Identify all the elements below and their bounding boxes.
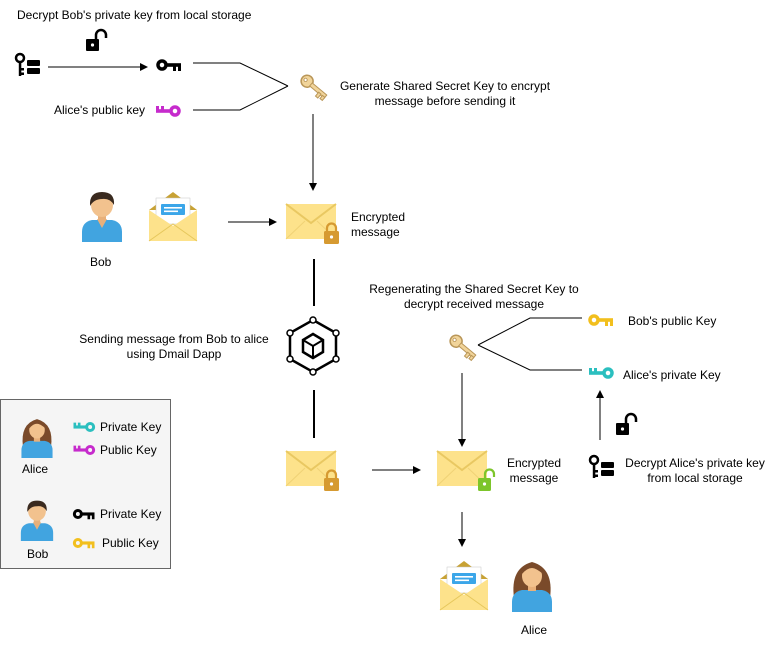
legend-bob-public-key-icon bbox=[72, 537, 95, 549]
shared-secret-key-icon-2 bbox=[449, 334, 477, 362]
storage-icon-2 bbox=[588, 454, 614, 478]
encrypted-message-label-top: Encrypted message bbox=[351, 210, 411, 240]
legend: Alice Private Key Public Key Bob Private… bbox=[0, 399, 171, 569]
line-shared2-to-bob-public bbox=[477, 317, 582, 346]
encrypted-message-text: Encrypted message bbox=[351, 210, 406, 239]
generate-shared-key-label: Generate Shared Secret Key to encrypt me… bbox=[339, 79, 551, 108]
sending-message-label: Sending message from Bob to alice using … bbox=[79, 332, 269, 361]
legend-bob-private-key-icon bbox=[72, 508, 95, 520]
alice-private-key-label: Alice's private Key bbox=[623, 368, 721, 382]
bob-label: Bob bbox=[90, 255, 112, 269]
blockchain-icon bbox=[286, 316, 340, 376]
legend-alice-public-key-icon bbox=[73, 444, 96, 456]
legend-alice-name: Alice bbox=[22, 462, 49, 476]
legend-bob-private-key-label: Private Key bbox=[100, 507, 162, 521]
alice-letter-envelope-icon bbox=[439, 561, 489, 611]
bob-private-key-icon bbox=[156, 59, 181, 71]
alice-public-key-label: Alice's public key bbox=[54, 103, 145, 117]
legend-bob-avatar-icon bbox=[20, 500, 54, 541]
bob-person-icon bbox=[82, 192, 122, 242]
alice-private-key-icon bbox=[589, 367, 614, 379]
encrypted-message-label-bottom: Encrypted message bbox=[506, 456, 562, 486]
legend-bob-public-key-label: Public Key bbox=[102, 536, 159, 550]
alice-person-icon bbox=[512, 562, 552, 612]
line-alice-key-to-shared bbox=[193, 85, 289, 111]
regenerate-shared-key-label: Regenerating the Shared Secret Key to de… bbox=[369, 282, 579, 311]
encrypted-message-text-2: Encrypted message bbox=[506, 456, 562, 485]
letter-icon bbox=[161, 204, 185, 215]
envelope-icon bbox=[285, 203, 339, 244]
shared-secret-key-icon bbox=[300, 74, 328, 102]
bob-public-key-icon bbox=[588, 314, 613, 326]
bob-letter-envelope-icon bbox=[148, 192, 198, 242]
encrypted-envelope-received bbox=[436, 450, 496, 491]
storage-icon bbox=[14, 52, 40, 76]
line-bob-key-to-shared bbox=[193, 62, 289, 87]
padlock-open-icon-2 bbox=[616, 412, 638, 435]
legend-alice-public-key-label: Public Key bbox=[100, 443, 157, 457]
encrypted-envelope-sent bbox=[285, 450, 339, 491]
legend-alice-avatar-icon bbox=[21, 419, 53, 458]
alice-public-key-icon bbox=[156, 105, 181, 117]
decrypt-bob-label: Decrypt Bob's private key from local sto… bbox=[17, 8, 252, 22]
alice-label: Alice bbox=[521, 623, 548, 637]
decrypt-alice-label: Decrypt Alice's private key from local s… bbox=[625, 456, 765, 485]
bob-public-key-label: Bob's public Key bbox=[628, 314, 717, 328]
line-shared2-to-alice-private bbox=[477, 344, 582, 371]
legend-alice-private-key-icon bbox=[73, 421, 96, 433]
legend-alice-private-key-label: Private Key bbox=[100, 420, 162, 434]
encrypted-envelope-top bbox=[285, 203, 341, 245]
legend-bob-name: Bob bbox=[27, 547, 49, 561]
padlock-icon bbox=[324, 222, 339, 244]
padlock-open-icon bbox=[86, 28, 108, 51]
